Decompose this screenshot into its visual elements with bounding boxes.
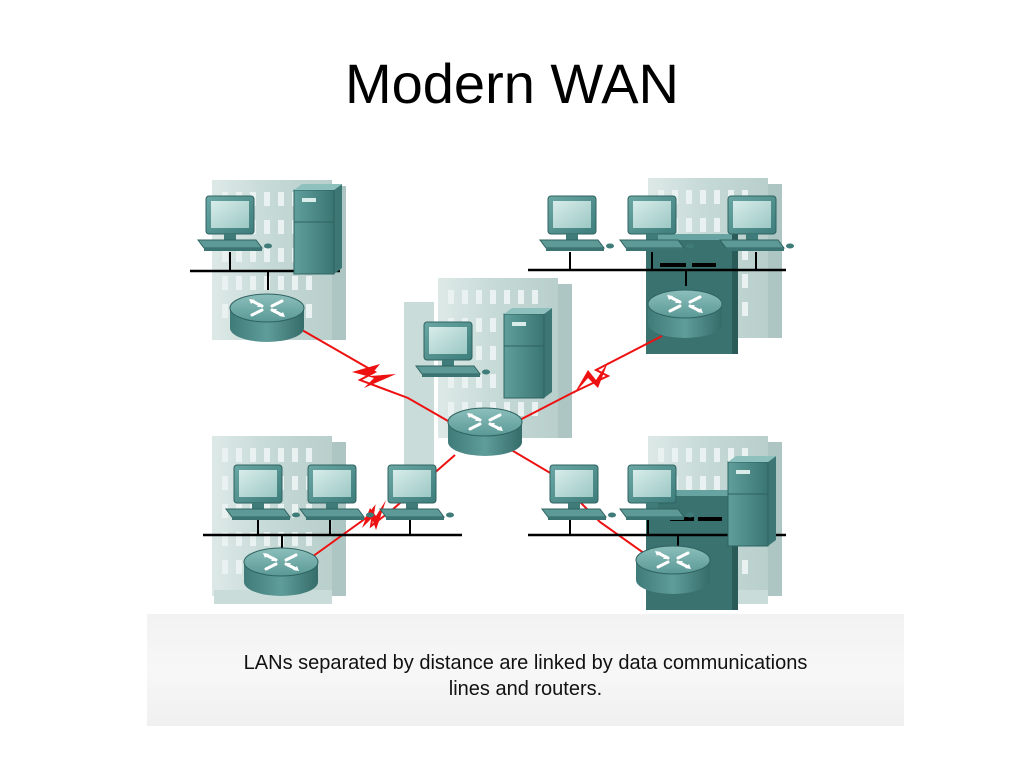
caption-box: LANs separated by distance are linked by… [147,614,904,726]
lightning-serial-link-icon [574,362,608,394]
server-icon [503,307,553,399]
wan-link-top-right [509,335,663,426]
workstation-icon [379,464,455,521]
router-icon-top-left [228,292,306,344]
router-icon-bottom-left [242,546,320,598]
workstation-icon [541,464,617,521]
lan-drops [229,252,757,550]
workstation-icon [539,195,615,252]
caption-line-2: lines and routers. [448,678,603,700]
wan-link-top-left [301,329,456,426]
lightning-serial-link-icon [352,364,396,388]
workstation-icon [299,464,375,521]
router-icon-top-right [646,288,724,340]
caption-line-1: LANs separated by distance are linked by… [243,652,808,674]
router-icon-bottom-right [634,544,712,596]
server-icon [293,183,343,275]
slide-title: Modern WAN [344,52,679,115]
router-icon-center [446,406,524,458]
caption-text: LANs separated by distance are linked by… [147,650,904,702]
workstation-icon [719,195,795,252]
server-icon [727,455,777,547]
